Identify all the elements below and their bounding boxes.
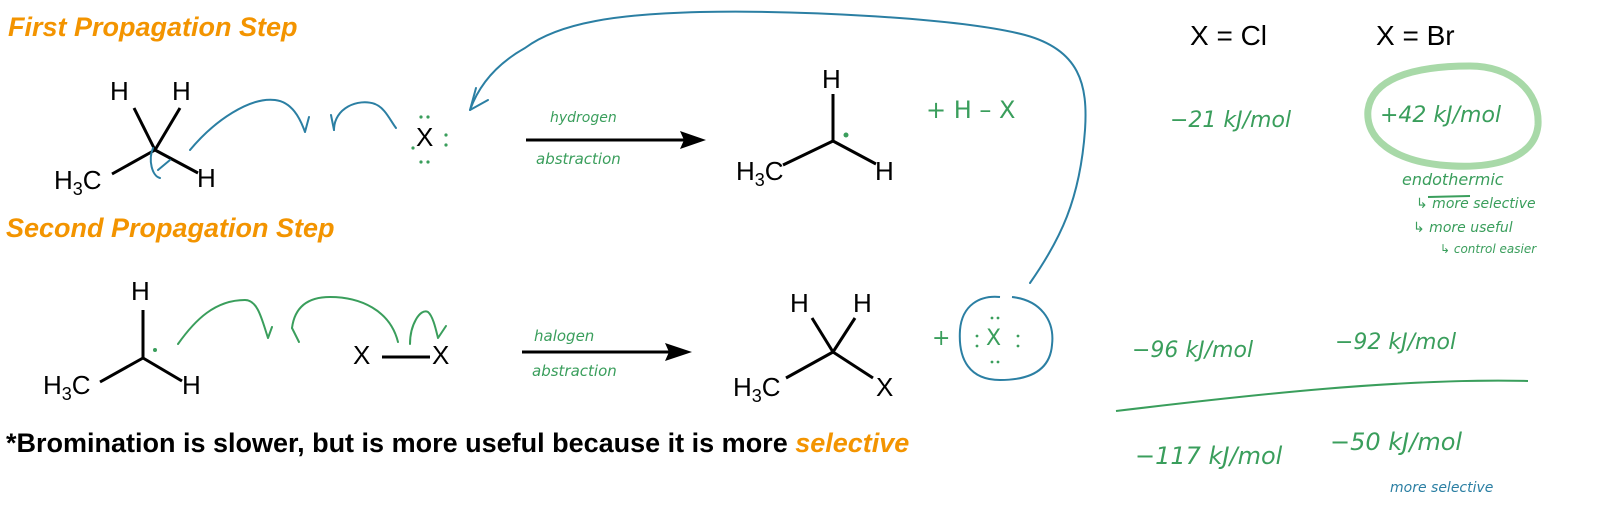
energy-value: −21 kJ/mol	[1170, 108, 1292, 133]
energy-value: −96 kJ/mol	[1132, 338, 1254, 363]
radical-dot	[843, 132, 849, 138]
footer-note: *Bromination is slower, but is more usef…	[6, 428, 910, 458]
x-lone-pairs	[411, 115, 448, 164]
arrow-label-bottom: abstraction	[532, 362, 617, 380]
energy-total: −117 kJ/mol	[1135, 442, 1283, 470]
highlight-circle	[1364, 62, 1542, 170]
energy-total: −50 kJ/mol	[1330, 428, 1463, 456]
atom-h: H	[182, 370, 201, 400]
total-note: more selective	[1390, 480, 1494, 496]
methyl-group: H3C	[736, 156, 784, 190]
arrow-label-bottom: abstraction	[536, 150, 621, 168]
step1-reaction-arrow	[526, 131, 706, 149]
plus-sign: +	[932, 326, 951, 351]
note: ↳ more selective	[1416, 196, 1536, 212]
methyl-group: H3C	[54, 165, 102, 199]
step2-reactant-bonds	[99, 310, 183, 384]
step1-fishhook-arrows	[149, 98, 397, 179]
x-radical-circle	[958, 295, 1054, 382]
atom-h: H	[110, 76, 129, 106]
note: ↳ more useful	[1413, 220, 1513, 236]
column-header-cl: X = Cl	[1190, 20, 1268, 51]
regeneration-arrow	[469, 10, 1087, 284]
atom-h: H	[131, 276, 150, 306]
halogen-atom: X	[353, 340, 371, 370]
energy-value: −92 kJ/mol	[1335, 330, 1457, 355]
step2-reaction-arrow	[522, 343, 692, 361]
hx-byproduct: + H – X	[926, 96, 1016, 124]
energy-value: +42 kJ/mol	[1380, 103, 1502, 128]
note: endothermic	[1402, 170, 1504, 189]
atom-h: H	[875, 156, 894, 186]
atom-h: H	[172, 76, 191, 106]
arrow-label-top: hydrogen	[550, 110, 617, 126]
first-step-heading: First Propagation Step	[8, 12, 298, 42]
column-header-br: X = Br	[1376, 20, 1455, 51]
atom-h: H	[853, 288, 872, 318]
arrow-label-top: halogen	[534, 327, 595, 345]
step2-product-bonds	[785, 317, 874, 380]
step1-reactant-bonds	[111, 107, 199, 176]
atom-h: H	[822, 64, 841, 94]
halogen-radical-product: X	[986, 326, 1002, 351]
atom-h: H	[790, 288, 809, 318]
note: ↳ control easier	[1440, 242, 1537, 256]
highlight-word: selective	[795, 428, 910, 458]
sum-line	[1115, 379, 1529, 412]
halogen-atom: X	[432, 340, 450, 370]
second-step-heading: Second Propagation Step	[6, 213, 335, 243]
halogen-atom: X	[876, 372, 894, 402]
step2-fishhook-arrows	[177, 295, 447, 345]
methyl-group: H3C	[733, 372, 781, 406]
methyl-group: H3C	[43, 370, 91, 404]
step1-product-bonds	[782, 94, 877, 167]
halogen-radical: X	[416, 122, 434, 152]
atom-h: H	[197, 163, 216, 193]
